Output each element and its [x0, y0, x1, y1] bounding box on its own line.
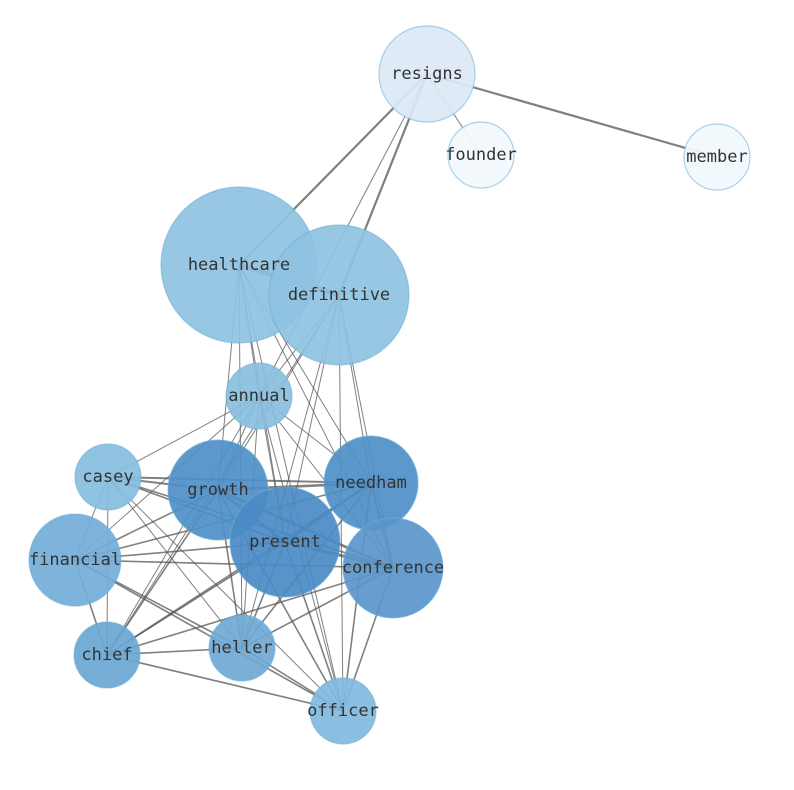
graph-node-annual[interactable] — [225, 362, 293, 430]
graph-edge — [74, 559, 344, 712]
graph-node-heller[interactable] — [208, 614, 276, 682]
graph-node-chief[interactable] — [73, 621, 141, 689]
graph-node-casey[interactable] — [74, 443, 142, 511]
graph-node-member[interactable] — [683, 123, 751, 191]
graph-node-resigns[interactable] — [378, 25, 476, 123]
node-layer — [28, 25, 751, 745]
graph-node-financial[interactable] — [28, 513, 122, 607]
graph-node-founder[interactable] — [447, 121, 515, 189]
graph-node-officer[interactable] — [309, 677, 377, 745]
graph-edge — [106, 654, 344, 712]
graph-edge — [107, 476, 344, 712]
graph-edge — [426, 72, 718, 159]
graph-node-needham[interactable] — [323, 435, 419, 531]
graph-node-conference[interactable] — [342, 517, 444, 619]
graph-node-definitive[interactable] — [268, 224, 410, 366]
graph-node-present[interactable] — [229, 486, 341, 598]
